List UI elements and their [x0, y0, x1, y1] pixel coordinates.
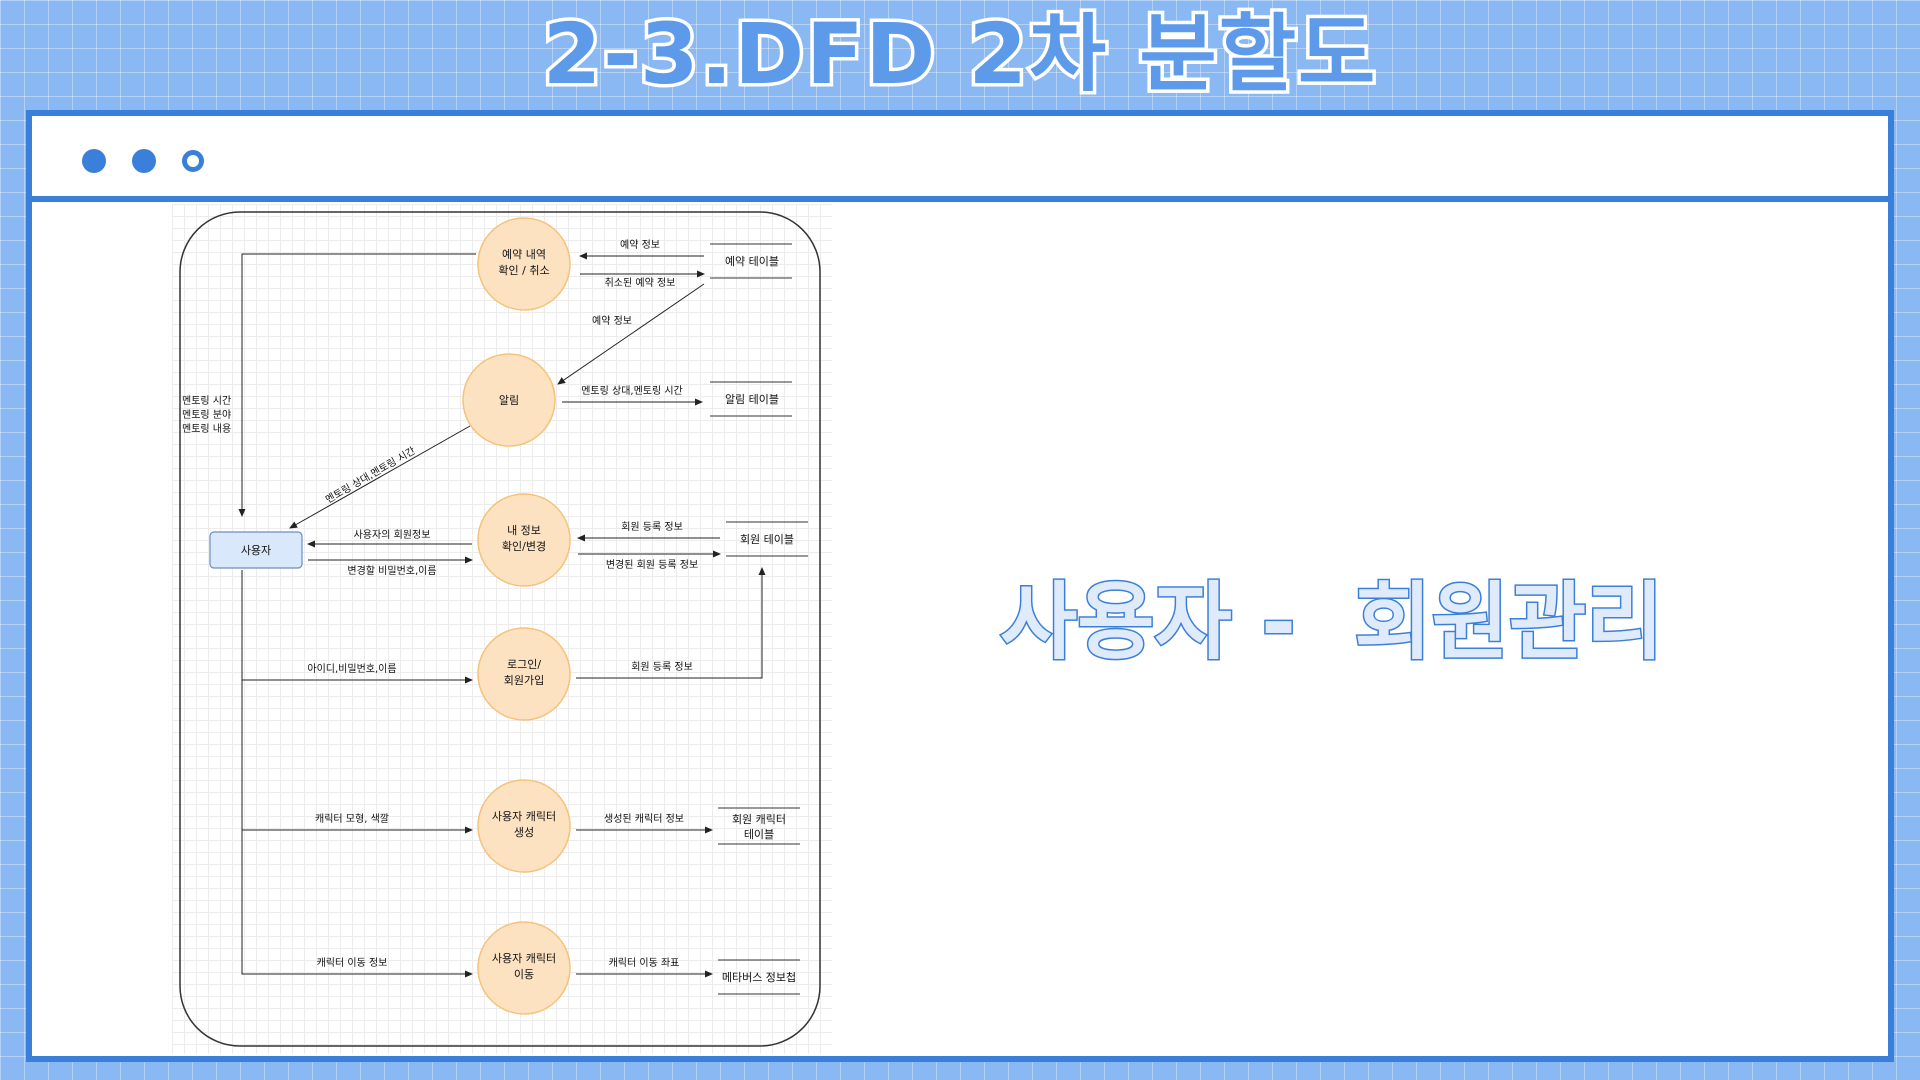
- dfd-diagram: 사용자 예약 내역 확인 / 취소 알림 내 정보 확인/변경 로그인/ 회원가…: [172, 204, 832, 1054]
- store-member-label: 회원 테이블: [740, 533, 794, 546]
- flow-res-info-label: 예약 정보: [620, 239, 660, 251]
- store-reservation: 예약 테이블: [710, 243, 792, 279]
- process-myinfo: 내 정보 확인/변경: [477, 493, 571, 587]
- process-alarm-label: 알림: [499, 393, 519, 407]
- flow-mentoring-line2: 멘토링 분야: [182, 409, 231, 421]
- flow-alarm-to-store-label: 멘토링 상대,멘토링 시간: [581, 385, 683, 397]
- store-reservation-label: 예약 테이블: [725, 254, 779, 268]
- process-reservation: 예약 내역 확인 / 취소: [477, 217, 571, 311]
- flow-char-move-label: 캐릭터 이동 정보: [317, 957, 388, 969]
- store-metaverse-label: 메타버스 정보첩: [722, 971, 796, 984]
- process-login: 로그인/ 회원가입: [477, 627, 571, 721]
- flow-mentoring-line1: 멘토링 시간: [182, 395, 231, 407]
- flow-created-char-label: 생성된 캐릭터 정보: [604, 813, 684, 825]
- flow-alarm-to-user-label: 멘토링 상대,멘토링 시간: [324, 445, 418, 506]
- flow-login-label: 아이디,비밀번호,이름: [307, 663, 396, 675]
- process-char-move: 사용자 캐릭터 이동: [477, 921, 571, 1015]
- store-member-char: 회원 캐릭터 테이블: [718, 807, 800, 845]
- page-title: 2-3.DFD 2차 분할도: [539, 2, 1379, 107]
- process-myinfo-line2: 확인/변경: [502, 540, 546, 553]
- process-char-move-line2: 이동: [514, 968, 534, 981]
- entity-user-label: 사용자: [241, 544, 271, 557]
- process-char-create-line1: 사용자 캐릭터: [492, 810, 556, 823]
- store-member-char-line1: 회원 캐릭터: [732, 813, 786, 826]
- process-login-line2: 회원가입: [504, 674, 544, 687]
- store-member-char-line2: 테이블: [744, 828, 774, 841]
- process-char-create-line2: 생성: [514, 826, 534, 839]
- flow-char-create-label: 캐릭터 모형, 색깔: [315, 813, 389, 825]
- window-dot-3: [182, 150, 204, 172]
- process-login-line1: 로그인/: [507, 658, 541, 671]
- browser-window: 사용자 예약 내역 확인 / 취소 알림 내 정보 확인/변경 로그인/ 회원가…: [26, 110, 1894, 1062]
- process-alarm: 알림: [462, 353, 556, 447]
- flow-login-to-member-label: 회원 등록 정보: [631, 661, 693, 673]
- store-member: 회원 테이블: [726, 521, 808, 557]
- window-titlebar: [32, 116, 1888, 202]
- flow-alarm-to-user-arrow: [289, 425, 471, 529]
- process-reservation-line1: 예약 내역: [502, 247, 546, 261]
- flow-member-info-label: 사용자의 회원정보: [354, 529, 431, 541]
- store-alarm: 알림 테이블: [710, 381, 792, 417]
- flow-char-coord-label: 캐릭터 이동 좌표: [609, 957, 680, 969]
- flow-canceled-res-label: 취소된 예약 정보: [605, 277, 676, 289]
- flow-char-move-arrow: [241, 914, 473, 978]
- process-reservation-line2: 확인 / 취소: [498, 264, 549, 277]
- window-dot-2: [132, 149, 156, 173]
- window-dot-1: [82, 149, 106, 173]
- process-char-create: 사용자 캐릭터 생성: [477, 779, 571, 873]
- flow-res-to-user-arrow: [238, 253, 476, 517]
- store-alarm-label: 알림 테이블: [725, 392, 779, 406]
- flow-member-reg-label: 회원 등록 정보: [621, 521, 683, 533]
- flow-res-to-alarm-label: 예약 정보: [592, 315, 632, 327]
- flow-mentoring-line3: 멘토링 내용: [182, 423, 231, 435]
- flow-changed-member-label: 변경된 회원 등록 정보: [606, 558, 698, 571]
- store-metaverse: 메타버스 정보첩: [718, 959, 800, 995]
- flow-pw-change-label: 변경할 비밀번호,이름: [347, 564, 436, 577]
- system-boundary: [179, 211, 821, 1047]
- entity-user: 사용자: [209, 531, 303, 569]
- process-char-move-line1: 사용자 캐릭터: [492, 952, 556, 965]
- flow-login-to-member-arrow: [576, 567, 766, 679]
- flow-res-to-alarm-arrow: [557, 283, 705, 385]
- section-caption: 사용자 - 회원관리: [999, 572, 1666, 673]
- process-myinfo-line1: 내 정보: [507, 524, 541, 537]
